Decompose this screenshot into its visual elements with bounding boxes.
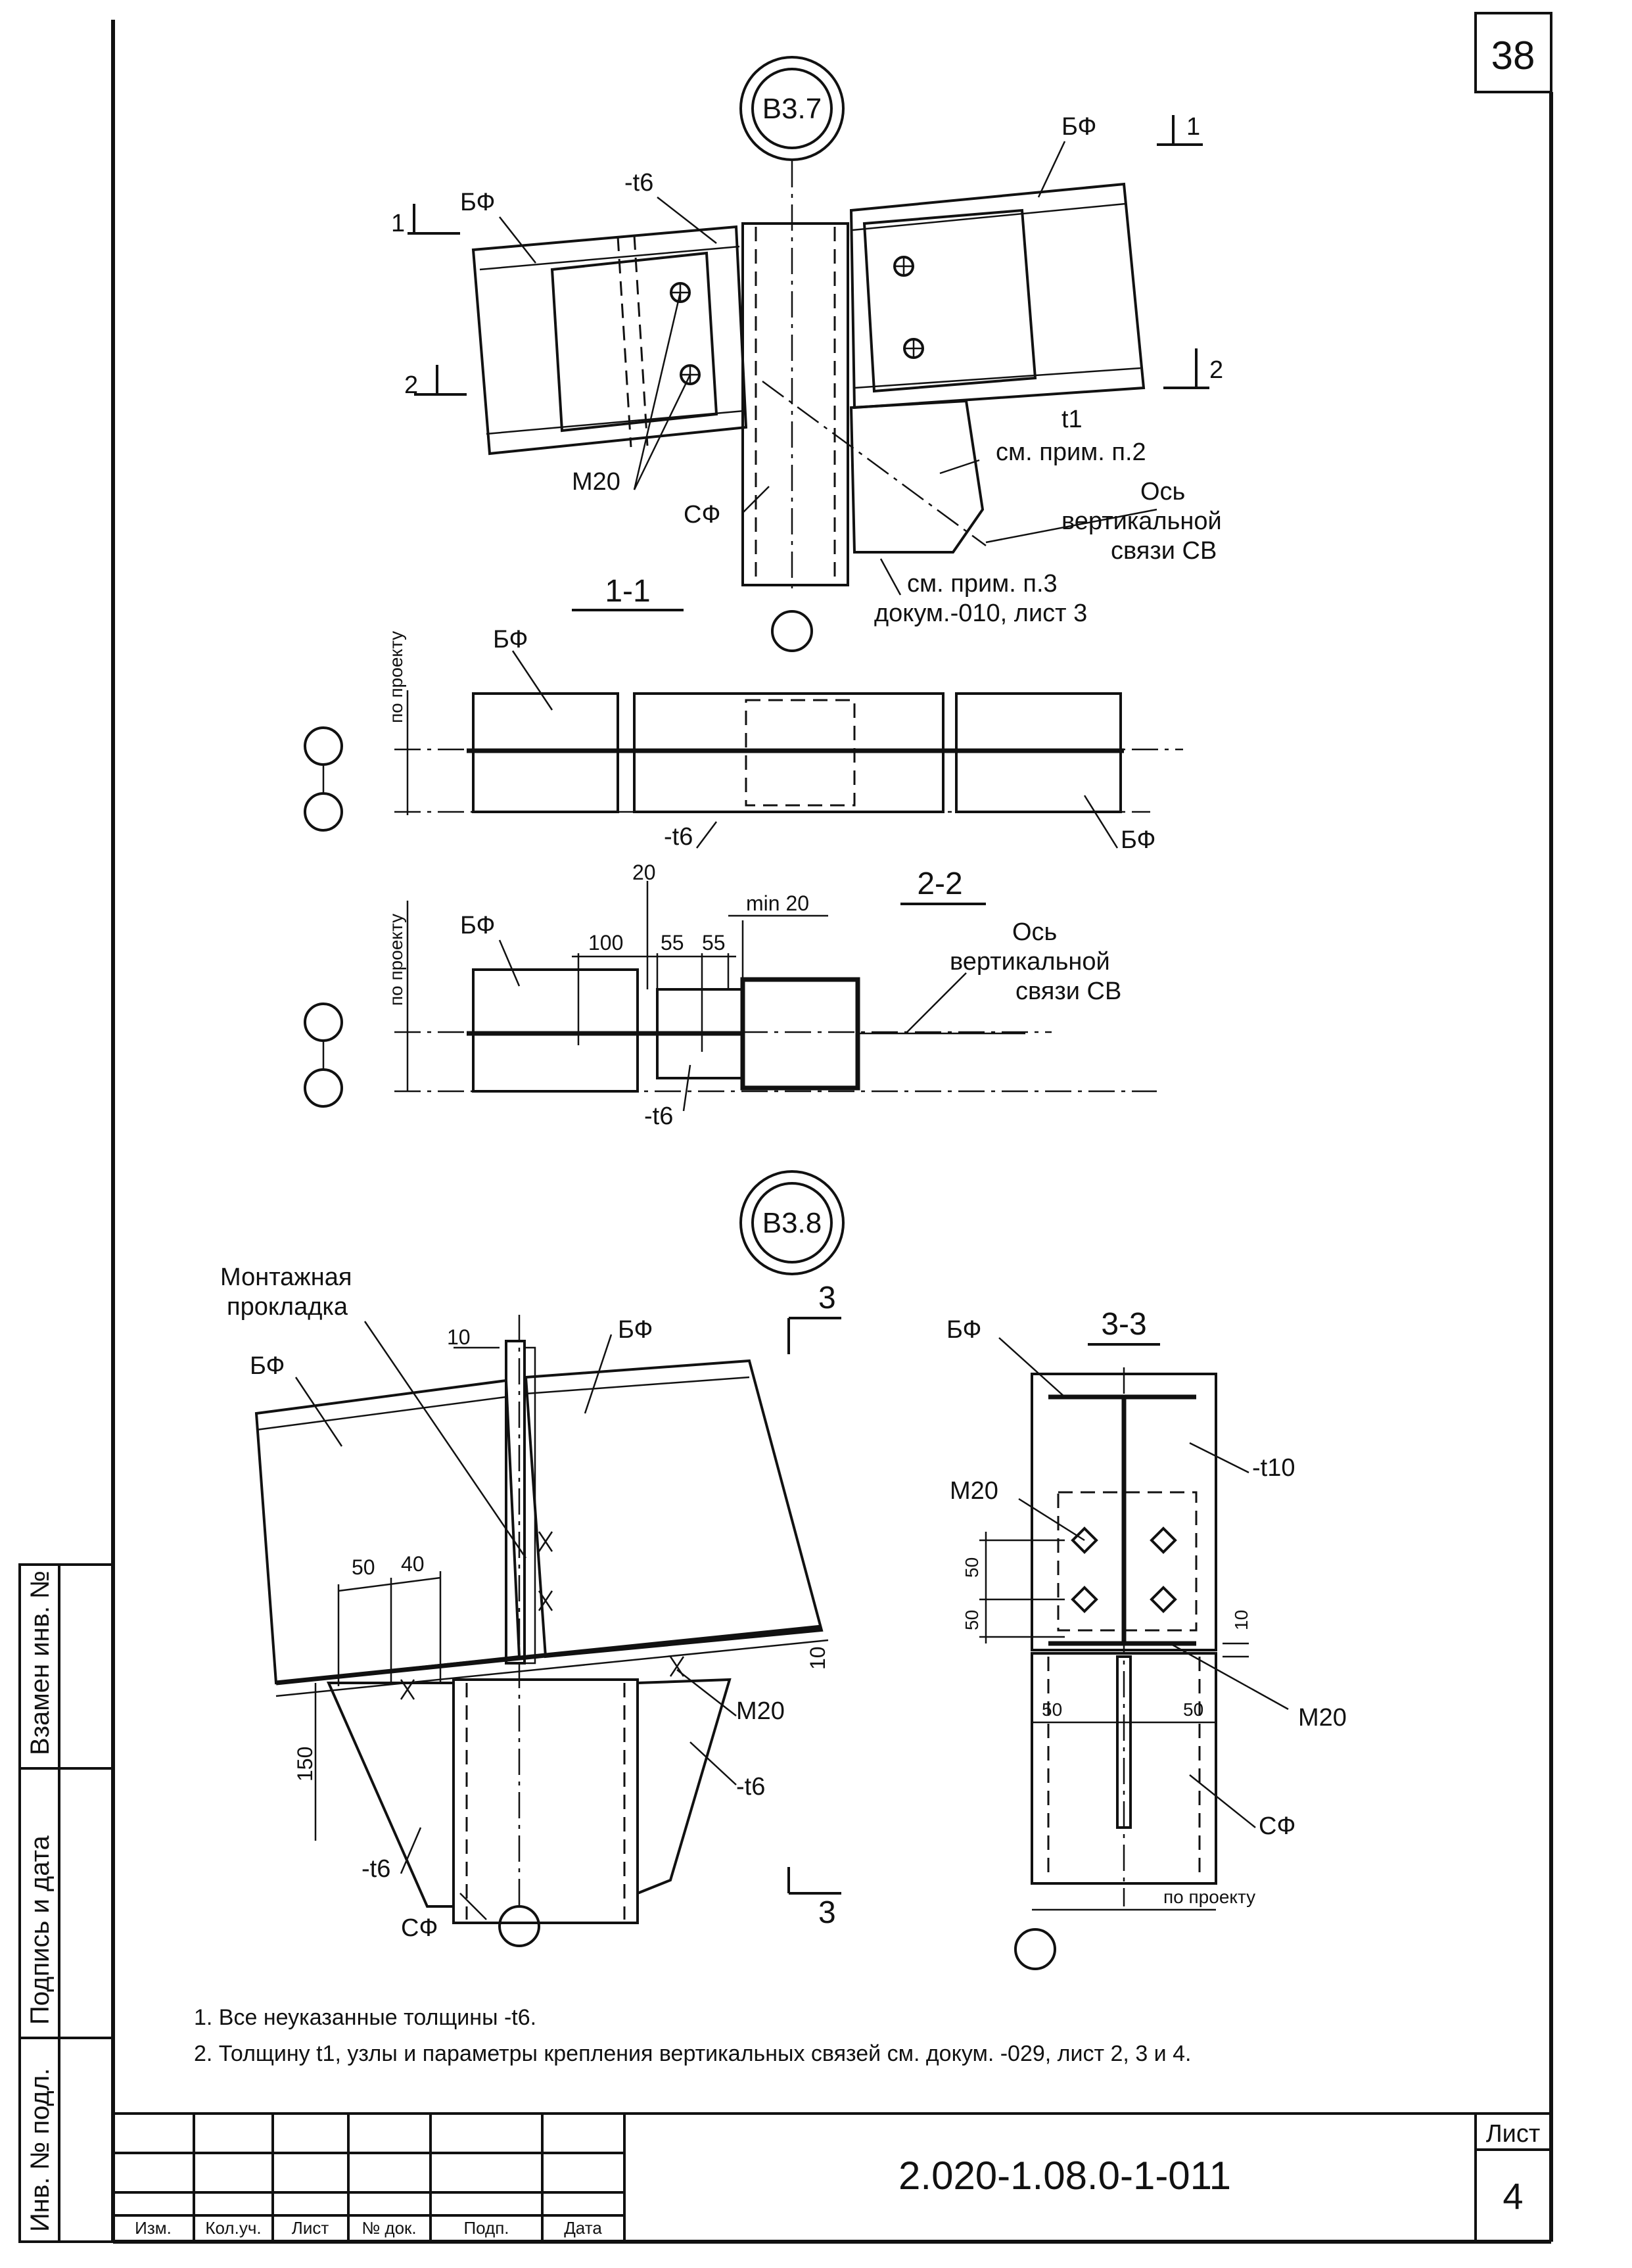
node-b38-gusset-left — [326, 1682, 455, 1908]
node-b38-bf-right: БФ — [618, 1316, 653, 1344]
node-b38-dim-40: 40 — [401, 1552, 425, 1576]
section33-bolts — [1071, 1526, 1177, 1613]
section33-dim-50d: 50 — [1183, 1699, 1203, 1720]
section33-bolts-top: М20 — [950, 1477, 998, 1505]
section33-bf: БФ — [946, 1316, 981, 1344]
node-b38-mount-1: Монтажная — [220, 1264, 352, 1291]
section11-title: 1-1 — [605, 574, 650, 609]
node-b38-id: В3.8 — [762, 1207, 822, 1239]
sheet-number: 4 — [1503, 2175, 1523, 2217]
tb-list: Лист — [292, 2218, 329, 2238]
page-number-box: 38 — [1474, 12, 1552, 93]
section22-dim-55b: 55 — [702, 931, 726, 955]
section33-plate: -t10 — [1252, 1454, 1295, 1482]
section33-dim-50a: 50 — [962, 1557, 982, 1578]
node-b37-t1-note: см. прим. п.2 — [996, 438, 1146, 466]
node-b37-plate: -t6 — [624, 169, 653, 197]
node-b38-plate-right: -t6 — [736, 1773, 765, 1801]
section22-bf: БФ — [460, 912, 495, 939]
node-b38-cut-bottom: 3 — [818, 1895, 836, 1930]
node-b37-right-beam — [849, 182, 1146, 410]
node-b38-dim-150: 150 — [293, 1747, 317, 1782]
node-b38-cut-top: 3 — [818, 1281, 836, 1315]
section22-dim-100: 100 — [588, 931, 623, 955]
cut2-left: 2 — [404, 371, 418, 399]
node-b37-ref-2: докум.-010, лист 3 — [874, 600, 1087, 627]
node-b37-gusset — [849, 399, 985, 554]
note-2: 2. Толщину t1, узлы и параметры креплени… — [194, 2041, 1191, 2066]
node-b38-dim-50: 50 — [352, 1555, 375, 1579]
node-b38-bf-left: БФ — [250, 1352, 285, 1380]
node-b37-axis-2: вертикальной — [1061, 508, 1222, 535]
section22-by-project: по проекту — [386, 914, 406, 1006]
cut1-right: 1 — [1186, 113, 1200, 141]
node-b37-axis-1: Ось — [1140, 478, 1185, 506]
section22-dim-min20: min 20 — [746, 891, 809, 915]
stamp-inv-orig: Инв. № подл. — [26, 2068, 55, 2232]
tb-doc: № док. — [361, 2218, 416, 2238]
section33-dim-50c: 50 — [1042, 1699, 1062, 1720]
node-b37-t1: t1 — [1061, 406, 1083, 433]
section22-axis-2: вертикальной — [950, 948, 1110, 976]
section22-dim-20: 20 — [632, 861, 656, 884]
section33-bolts-bottom: М20 — [1298, 1704, 1347, 1732]
node-b38-dim-10b: 10 — [806, 1646, 829, 1670]
node-b37-ref-1: см. прим. п.3 — [907, 570, 1058, 598]
section33-dim-50b: 50 — [962, 1610, 982, 1630]
section33-column: СФ — [1259, 1812, 1295, 1840]
node-b38-bolts-label: М20 — [736, 1697, 785, 1725]
stamp-inv-replace: Взамен инв. № — [26, 1571, 55, 1755]
section-2-2: 2-2 по проекту 20 100 55 55 min 20 БФ Ос… — [304, 861, 1157, 1130]
tb-izm: Изм. — [135, 2218, 172, 2238]
section22-title: 2-2 — [917, 866, 962, 901]
node-b38-column-label: СФ — [401, 1914, 438, 1942]
node-b38-mount-2: прокладка — [227, 1293, 348, 1321]
section22-plate: -t6 — [644, 1102, 673, 1130]
page-number: 38 — [1491, 34, 1535, 78]
node-b38-gusset-right — [636, 1678, 732, 1895]
side-stamp: Взамен инв. № Подпись и дата Инв. № подл… — [18, 1563, 114, 2243]
node-b38-bolts — [400, 1531, 685, 1700]
section-1-1: 1-1 по проекту БФ -t6 БФ — [304, 574, 1183, 854]
section22-axis-3: связи СВ — [1015, 978, 1121, 1005]
node-b38-dim-10: 10 — [447, 1325, 471, 1349]
doc-code: 2.020-1.08.0-1-011 — [898, 2154, 1231, 2198]
cut1-left: 1 — [391, 210, 405, 237]
section11-bf-bottom: БФ — [1121, 826, 1155, 854]
cut2-right: 2 — [1209, 356, 1223, 384]
tb-sign: Подп. — [463, 2218, 509, 2238]
stamp-sign-date: Подпись и дата — [26, 1835, 55, 2025]
section11-plate: -t6 — [664, 823, 693, 851]
section33-dim-10: 10 — [1231, 1610, 1251, 1630]
section-3-3: 3-3 50 50 10 50 50 по проект — [946, 1307, 1347, 1970]
node-b38-plate-left: -t6 — [361, 1855, 390, 1883]
node-b38-right-beam — [524, 1359, 824, 1659]
tb-kol: Кол.уч. — [205, 2218, 261, 2238]
node-b38-left-beam — [254, 1379, 521, 1685]
node-b37-column-label: СФ — [684, 501, 720, 529]
tb-date: Дата — [564, 2218, 602, 2238]
node-b37-axis-3: связи СВ — [1111, 537, 1217, 565]
node-b37-column — [741, 222, 849, 586]
title-block: Изм. Кол.уч. Лист № док. Подп. Дата 2.02… — [113, 2112, 1551, 2242]
node-b37: В3.7 — [391, 56, 1223, 652]
sheet-label: Лист — [1486, 2120, 1541, 2148]
node-b37-left-beam — [471, 225, 748, 456]
notes: 1. Все неуказанные толщины -t6. 2. Толщи… — [194, 2005, 1191, 2066]
node-b38: В3.8 50 40 150 — [220, 1170, 845, 1947]
section22-axis-1: Ось — [1012, 918, 1057, 946]
node-b37-bf-left: БФ — [460, 189, 495, 216]
section33-by-project: по проекту — [1163, 1887, 1255, 1907]
node-b37-bf-right: БФ — [1061, 113, 1096, 141]
section11-by-project: по проекту — [386, 631, 406, 723]
section33-title: 3-3 — [1101, 1307, 1146, 1342]
node-b37-id: В3.7 — [762, 93, 822, 125]
section11-bf-top: БФ — [493, 626, 528, 653]
note-1: 1. Все неуказанные толщины -t6. — [194, 2005, 536, 2030]
section22-dim-55a: 55 — [661, 931, 684, 955]
node-b37-bolts-label: М20 — [572, 468, 620, 496]
